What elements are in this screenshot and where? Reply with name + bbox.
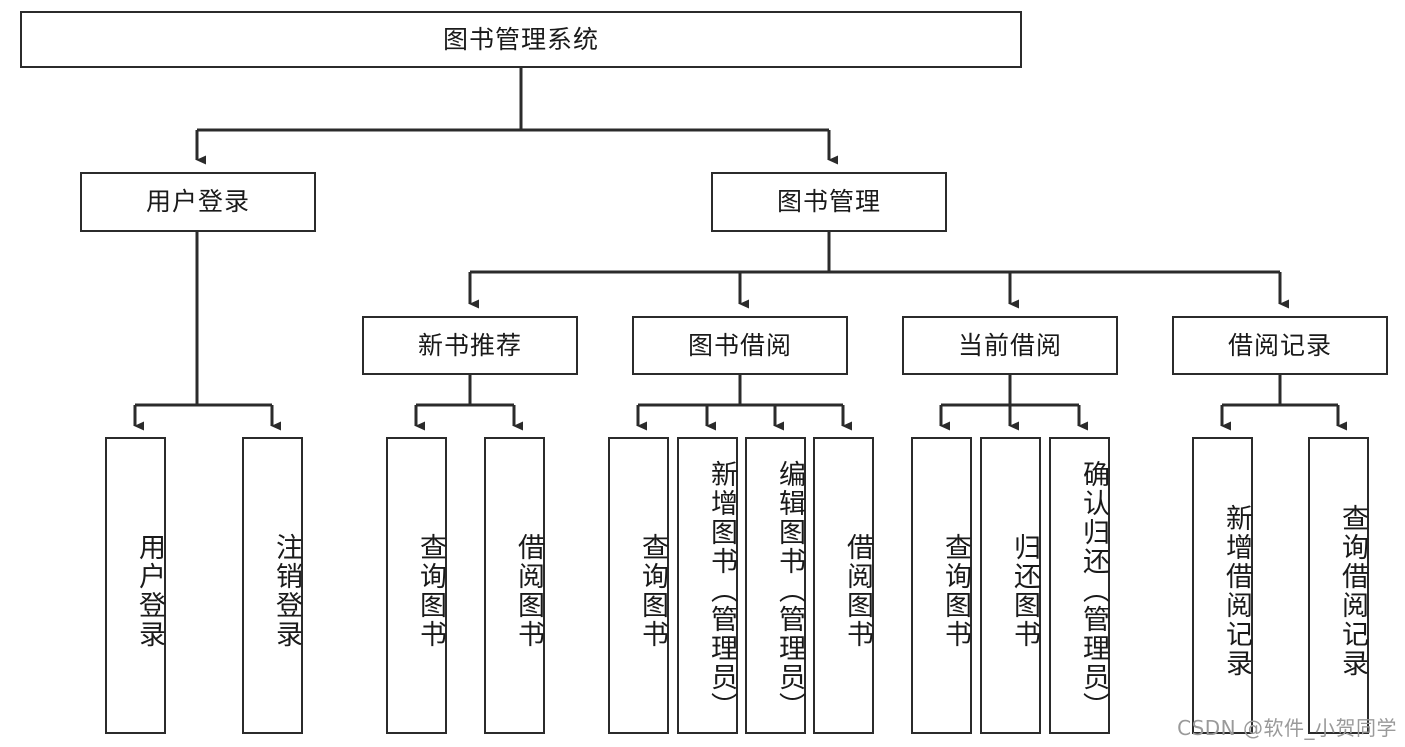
node-label: 查询图书 <box>637 532 668 649</box>
node-label: 新增图书（管理员） <box>706 460 737 721</box>
node-label: 用户登录 <box>145 187 250 217</box>
node-label: 查询图书 <box>940 532 971 649</box>
leaf-borrow-book-1[interactable]: 借阅图书 <box>484 437 545 734</box>
leaf-query-borrow-record[interactable]: 查询借阅记录 <box>1308 437 1369 734</box>
leaf-borrow-book-2[interactable]: 借阅图书 <box>813 437 874 734</box>
node-user-login[interactable]: 用户登录 <box>80 172 316 232</box>
node-label: 查询图书 <box>415 532 446 649</box>
leaf-query-book-3[interactable]: 查询图书 <box>911 437 972 734</box>
leaf-add-book-admin[interactable]: 新增图书（管理员） <box>677 437 738 734</box>
node-book-management[interactable]: 图书管理 <box>711 172 947 232</box>
node-label: 借阅图书 <box>513 532 544 649</box>
node-new-book-recommend[interactable]: 新书推荐 <box>362 316 578 375</box>
node-label: 当前借阅 <box>957 330 1062 360</box>
node-borrow-record[interactable]: 借阅记录 <box>1172 316 1388 375</box>
leaf-query-book-1[interactable]: 查询图书 <box>386 437 447 734</box>
node-label: 查询借阅记录 <box>1337 503 1368 678</box>
node-current-borrow[interactable]: 当前借阅 <box>902 316 1118 375</box>
node-label: 图书借阅 <box>687 330 792 360</box>
leaf-logout-login[interactable]: 注销登录 <box>242 437 303 734</box>
node-label: 新书推荐 <box>417 330 522 360</box>
node-label: 编辑图书（管理员） <box>774 460 805 721</box>
leaf-edit-book-admin[interactable]: 编辑图书（管理员） <box>745 437 806 734</box>
leaf-add-borrow-record[interactable]: 新增借阅记录 <box>1192 437 1253 734</box>
leaf-query-book-2[interactable]: 查询图书 <box>608 437 669 734</box>
node-root-system[interactable]: 图书管理系统 <box>20 11 1022 68</box>
node-label: 图书管理系统 <box>442 24 599 54</box>
node-label: 归还图书 <box>1009 532 1040 649</box>
node-label: 用户登录 <box>134 532 165 649</box>
leaf-return-book[interactable]: 归还图书 <box>980 437 1041 734</box>
csdn-watermark: CSDN @软件_小贺同学 <box>1177 716 1397 740</box>
node-label: 借阅图书 <box>842 532 873 649</box>
leaf-confirm-return-admin[interactable]: 确认归还（管理员） <box>1049 437 1110 734</box>
node-label: 确认归还（管理员） <box>1078 460 1109 721</box>
node-label: 新增借阅记录 <box>1221 503 1252 678</box>
node-label: 注销登录 <box>271 532 302 649</box>
node-book-borrow[interactable]: 图书借阅 <box>632 316 848 375</box>
leaf-user-login[interactable]: 用户登录 <box>105 437 166 734</box>
node-label: 借阅记录 <box>1227 330 1332 360</box>
node-label: 图书管理 <box>776 187 881 217</box>
